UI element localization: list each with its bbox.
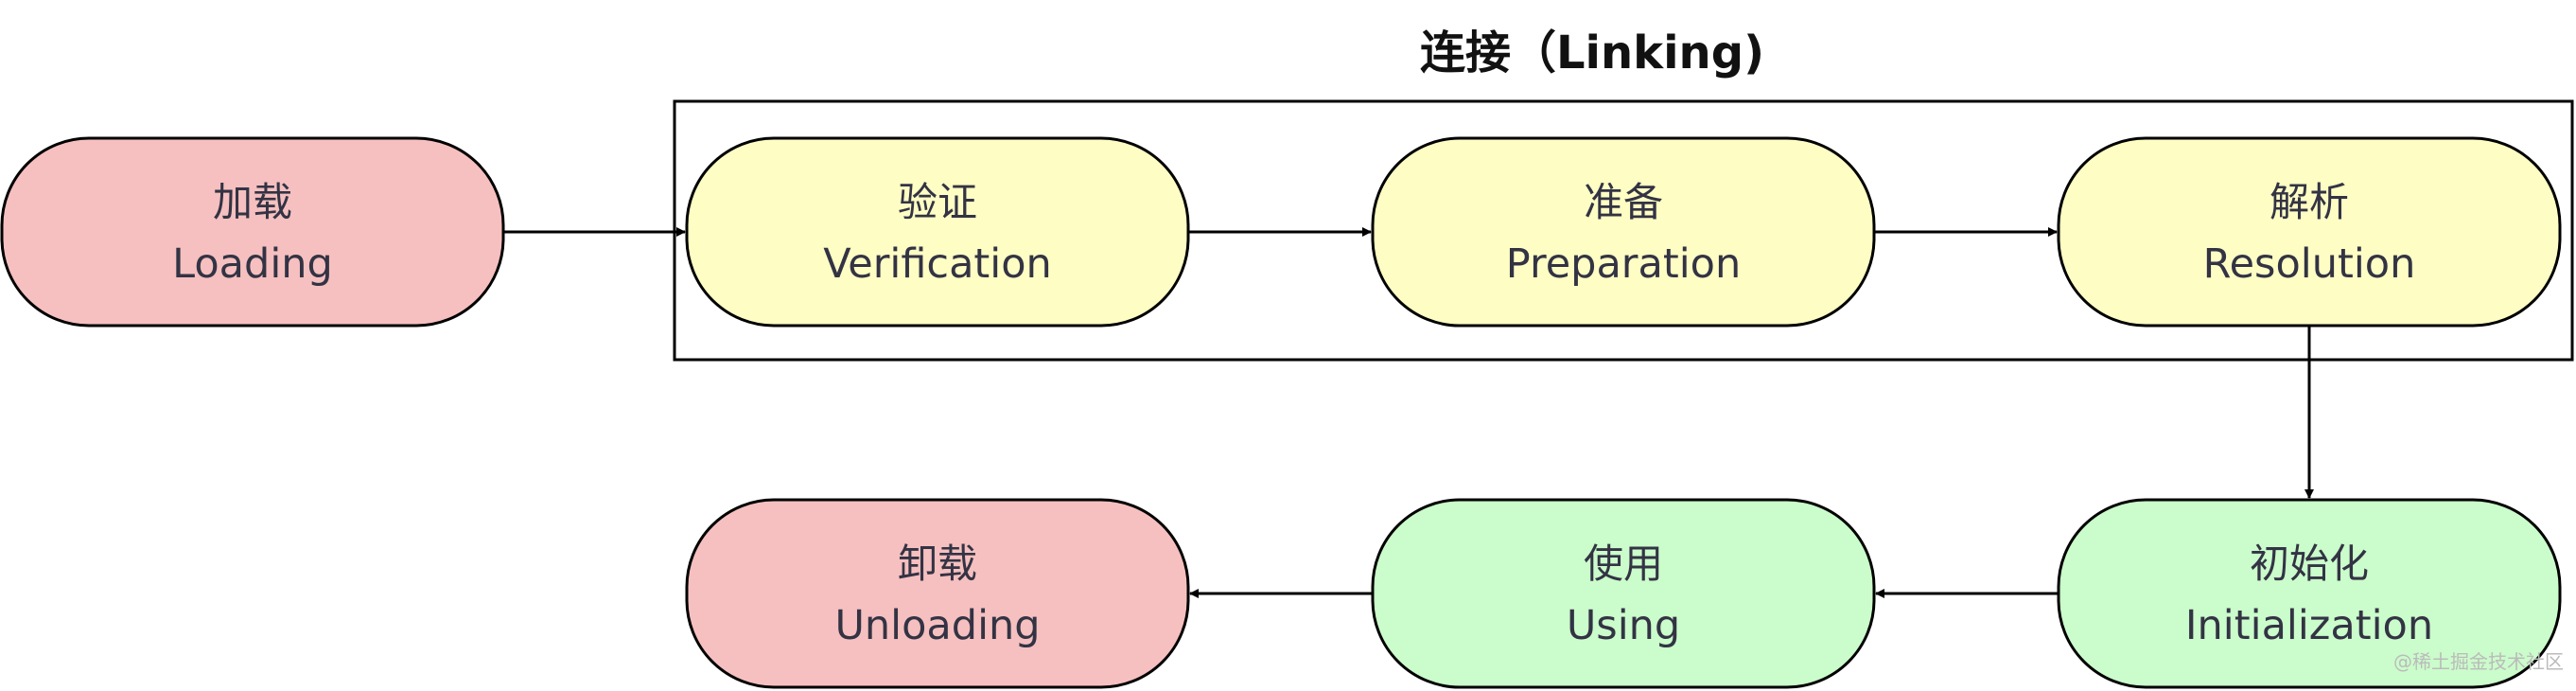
node-initialization-en-label: Initialization xyxy=(2185,602,2433,649)
node-unloading-cn-label: 卸载 xyxy=(898,540,977,587)
edges-layer xyxy=(503,227,2314,598)
node-preparation-en-label: Preparation xyxy=(1506,240,1741,288)
node-verification: 验证 Verification xyxy=(685,136,1190,328)
node-verification-en-label: Verification xyxy=(823,240,1052,288)
node-verification-cn-label: 验证 xyxy=(898,179,977,225)
linking-group-title: 连接（Linking) xyxy=(1420,27,1764,80)
node-unloading: 卸载 Unloading xyxy=(685,498,1190,689)
node-preparation-box xyxy=(1371,136,1876,328)
node-using-box xyxy=(1371,498,1876,689)
node-initialization: 初始化 Initialization xyxy=(2057,498,2562,689)
node-unloading-en-label: Unloading xyxy=(834,602,1040,649)
node-preparation: 准备 Preparation xyxy=(1371,136,1876,328)
node-using-cn-label: 使用 xyxy=(1584,540,1663,587)
node-initialization-box xyxy=(2057,498,2562,689)
node-using-en-label: Using xyxy=(1567,602,1680,649)
node-verification-box xyxy=(685,136,1190,328)
node-loading-en-label: Loading xyxy=(172,240,333,288)
node-unloading-box xyxy=(685,498,1190,689)
node-using: 使用 Using xyxy=(1371,498,1876,689)
watermark-text: @稀土掘金技术社区 xyxy=(2393,650,2564,673)
node-resolution: 解析 Resolution xyxy=(2057,136,2562,328)
node-loading-cn-label: 加载 xyxy=(213,179,292,225)
node-preparation-cn-label: 准备 xyxy=(1584,179,1663,225)
node-resolution-box xyxy=(2057,136,2562,328)
node-initialization-cn-label: 初始化 xyxy=(2250,540,2369,587)
node-resolution-cn-label: 解析 xyxy=(2269,179,2349,225)
node-resolution-en-label: Resolution xyxy=(2203,240,2416,288)
node-loading: 加载 Loading xyxy=(0,136,505,328)
node-loading-box xyxy=(0,136,505,328)
nodes-layer: 加载 Loading 验证 Verification 准备 Preparation 解析 Re… xyxy=(0,136,2562,689)
